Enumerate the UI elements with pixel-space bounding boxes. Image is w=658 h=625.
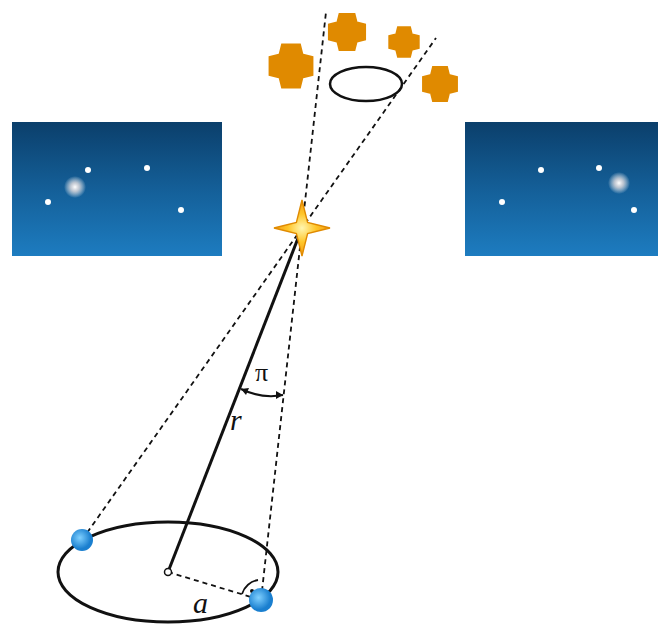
background-stars xyxy=(271,15,456,100)
earth xyxy=(249,588,273,612)
label: r xyxy=(230,405,242,435)
apparent-ellipse xyxy=(330,67,402,101)
sun xyxy=(165,569,172,576)
earth-orbit xyxy=(58,522,278,622)
sight-lines xyxy=(82,12,436,600)
sky-panel-right xyxy=(465,122,658,256)
sky-panel-left xyxy=(12,122,222,256)
earth xyxy=(71,529,93,551)
distance-line xyxy=(168,228,302,572)
label: a xyxy=(193,588,208,618)
near-star xyxy=(274,200,330,256)
parallax-angle xyxy=(241,388,283,399)
label: π xyxy=(255,360,268,386)
